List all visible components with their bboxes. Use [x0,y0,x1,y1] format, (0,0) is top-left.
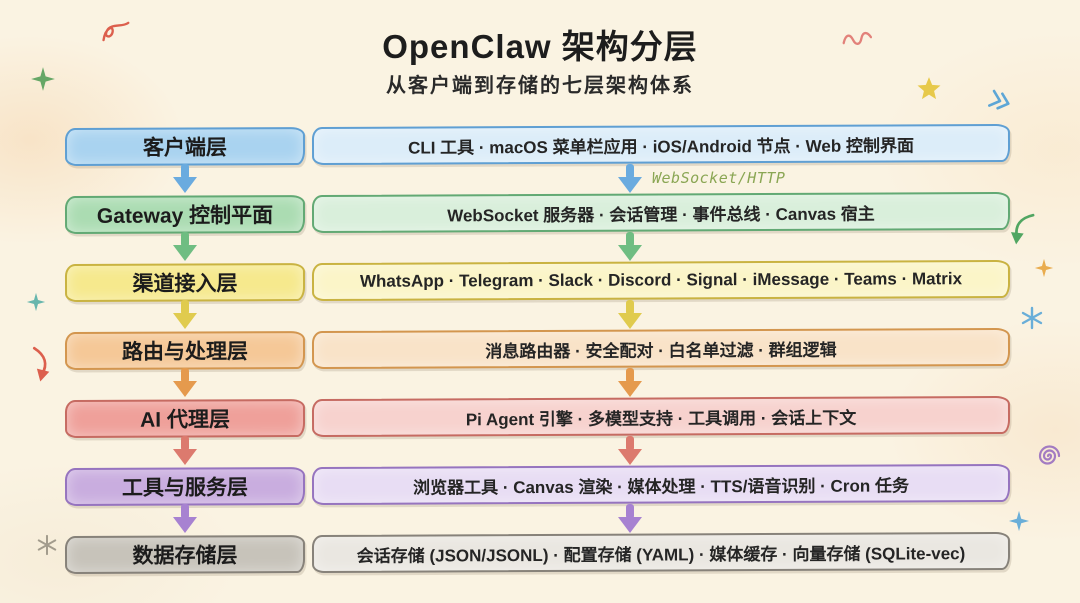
layer-row-agent: AI 代理层 Pi Agent 引擎 · 多模型支持 · 工具调用 · 会话上下… [0,395,1080,439]
down-arrow-icon [616,368,644,398]
blue-chevrons-doodle [985,87,1015,115]
layer-label: 客户端层 [142,136,228,160]
arrow-gap-2 [0,232,1080,262]
yellow-star-doodle [916,76,942,102]
layer-label: 渠道接入层 [132,272,238,296]
layer-label: 工具与服务层 [121,476,249,500]
down-arrow-icon [616,300,644,330]
layer-label-box: 工具与服务层 [64,467,306,507]
down-arrow-icon [171,300,199,330]
layer-label: 路由与处理层 [121,340,249,364]
page-title: OpenClaw 架构分层 [382,28,698,65]
layer-content: 消息路由器 · 安全配对 · 白名单过滤 · 群组逻辑 [485,340,837,361]
down-arrow-icon [171,368,199,398]
layer-label-box: Gateway 控制平面 [64,195,306,235]
arrow-gap-4 [0,368,1080,398]
arrow-protocol-label: WebSocket/HTTP [652,169,786,187]
layer-label: Gateway 控制平面 [96,204,274,228]
layer-content-box: WebSocket 服务器 · 会话管理 · 事件总线 · Canvas 宿主 [311,191,1011,233]
layer-label-box: 路由与处理层 [64,331,306,371]
layer-row-tools: 工具与服务层 浏览器工具 · Canvas 渲染 · 媒体处理 · TTS/语音… [0,463,1080,507]
layer-row-channels: 渠道接入层 WhatsApp · Telegram · Slack · Disc… [0,259,1080,303]
layer-label-box: 数据存储层 [64,535,306,575]
teal-star-doodle [26,292,46,312]
pink-squiggle-doodle [841,28,873,48]
down-arrow-icon [171,504,199,534]
arrow-gap-6 [0,504,1080,534]
red-scribble-doodle [98,19,133,45]
layer-content: CLI 工具 · macOS 菜单栏应用 · iOS/Android 节点 · … [407,135,915,158]
layer-row-routing: 路由与处理层 消息路由器 · 安全配对 · 白名单过滤 · 群组逻辑 [0,327,1080,371]
arrow-gap-3 [0,300,1080,330]
layer-label-box: 客户端层 [64,127,306,167]
blue-sparkle-doodle [1008,510,1030,532]
down-arrow-icon [171,436,199,466]
layer-content: 会话存储 (JSON/JSONL) · 配置存储 (YAML) · 媒体缓存 ·… [356,543,966,566]
red-arrow-doodle [22,345,57,385]
layer-label-box: 渠道接入层 [64,263,306,303]
layer-row-gateway: Gateway 控制平面 WebSocket 服务器 · 会话管理 · 事件总线… [0,191,1080,235]
purple-spiral-doodle [1034,442,1062,470]
layer-content-box: 浏览器工具 · Canvas 渲染 · 媒体处理 · TTS/语音识别 · Cr… [311,463,1011,505]
down-arrow-icon [616,436,644,466]
arrow-gap-5 [0,436,1080,466]
layer-label: 数据存储层 [132,544,238,568]
layer-content: WebSocket 服务器 · 会话管理 · 事件总线 · Canvas 宿主 [447,204,875,225]
orange-sparkle-doodle [1034,258,1054,278]
layer-label-box: AI 代理层 [64,399,306,439]
arrow-gap-1: WebSocket/HTTP [0,164,1080,194]
down-arrow-icon [171,232,199,262]
layer-label: AI 代理层 [140,408,230,432]
green-curved-arrow-doodle [1006,211,1037,248]
down-arrow-icon [616,232,644,262]
down-arrow-icon [616,504,644,534]
gray-sparkle-doodle [36,534,58,556]
layer-row-storage: 数据存储层 会话存储 (JSON/JSONL) · 配置存储 (YAML) · … [0,531,1080,575]
layer-content-box: WhatsApp · Telegram · Slack · Discord · … [311,259,1011,301]
down-arrow-icon [616,164,644,194]
layer-content: WhatsApp · Telegram · Slack · Discord · … [359,269,963,291]
blue-asterisk-doodle [1020,306,1044,330]
page-subtitle: 从客户端到存储的七层架构体系 [386,75,694,97]
layer-content-box: CLI 工具 · macOS 菜单栏应用 · iOS/Android 节点 · … [311,123,1011,165]
layer-content-box: 消息路由器 · 安全配对 · 白名单过滤 · 群组逻辑 [311,327,1011,369]
layer-content: Pi Agent 引擎 · 多模型支持 · 工具调用 · 会话上下文 [465,408,857,429]
layer-content: 浏览器工具 · Canvas 渲染 · 媒体处理 · TTS/语音识别 · Cr… [413,475,909,498]
green-sparkle-doodle [30,66,56,92]
layer-content-box: 会话存储 (JSON/JSONL) · 配置存储 (YAML) · 媒体缓存 ·… [311,531,1011,573]
layer-content-box: Pi Agent 引擎 · 多模型支持 · 工具调用 · 会话上下文 [311,395,1011,437]
down-arrow-icon [171,164,199,194]
layer-row-client: 客户端层 CLI 工具 · macOS 菜单栏应用 · iOS/Android … [0,123,1080,167]
